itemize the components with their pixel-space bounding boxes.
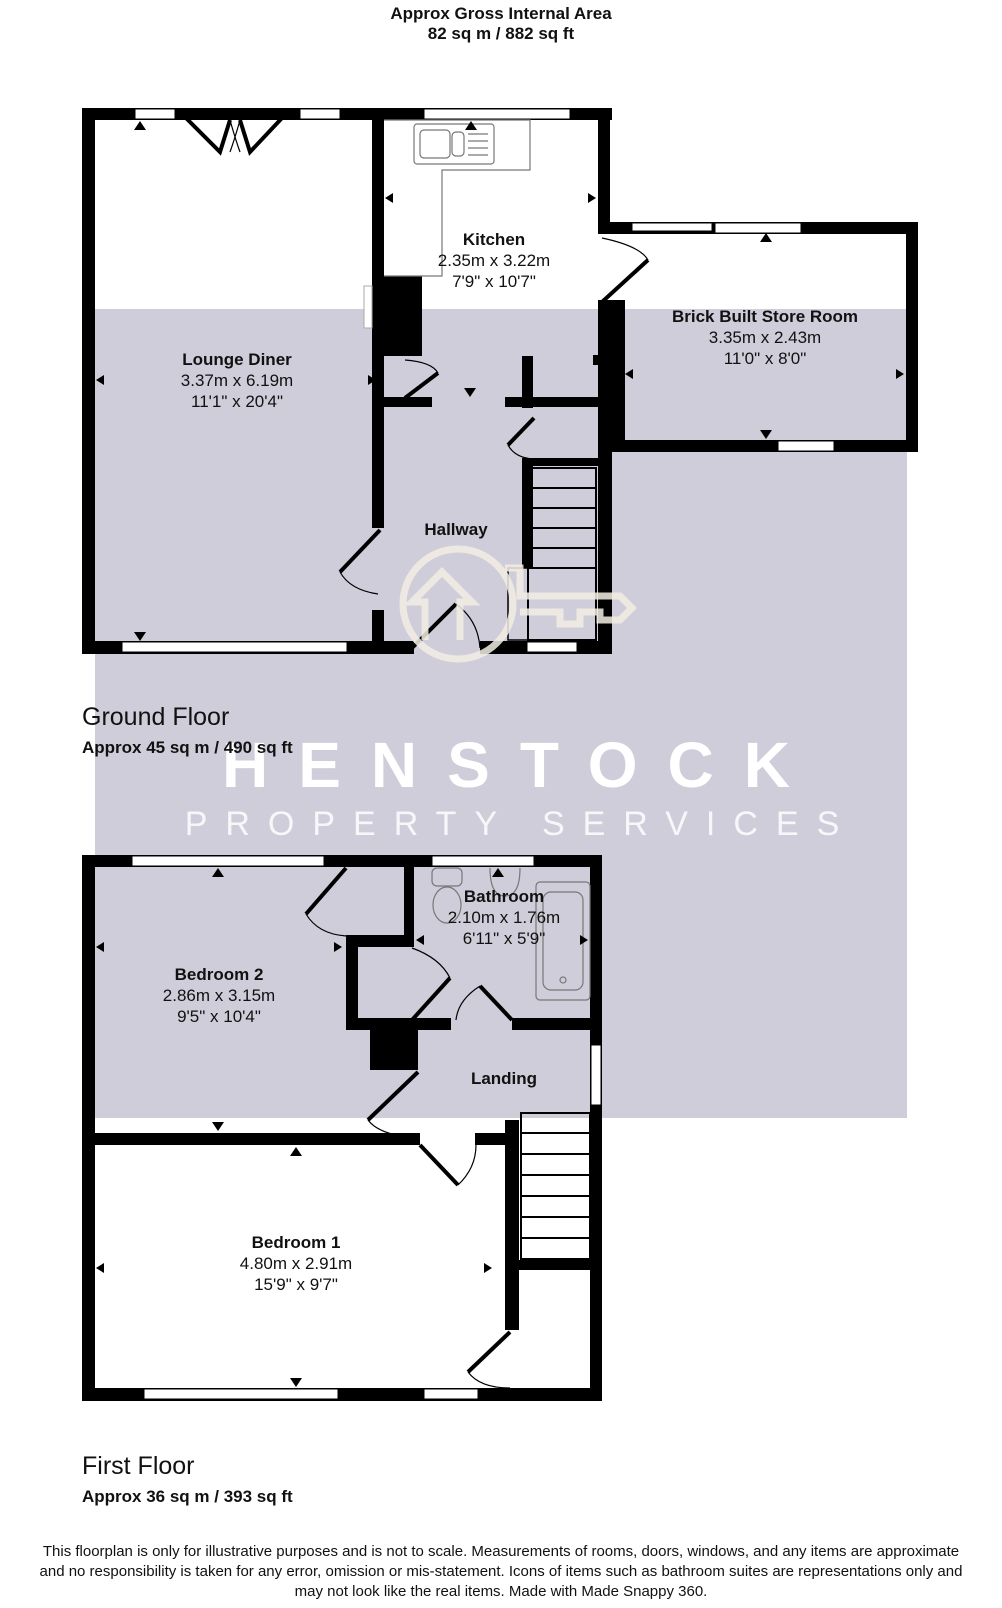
gross-area-title: Approx Gross Internal Area (390, 4, 612, 23)
room-name: Brick Built Store Room (671, 307, 859, 326)
room-name: Bathroom (463, 887, 545, 906)
room-name: Kitchen (462, 230, 526, 249)
first-floor-area: Approx 36 sq m / 393 sq ft (82, 1487, 293, 1506)
room-lounge-diner: Lounge Diner 3.37m x 6.19m 11'1" x 20'4" (181, 349, 293, 412)
room-name: Landing (470, 1069, 538, 1088)
ground-floor-windows (121, 108, 835, 653)
room-imperial: 11'0" x 8'0" (723, 349, 807, 368)
room-metric: 3.37m x 6.19m (180, 371, 294, 390)
watermark-tagline: PROPERTY SERVICES (184, 805, 858, 843)
room-metric: 2.35m x 3.22m (437, 251, 551, 270)
gross-area-heading: Approx Gross Internal Area 82 sq m / 882… (0, 4, 1002, 44)
room-metric: 3.35m x 2.43m (708, 328, 822, 347)
room-bedroom-1: Bedroom 1 4.80m x 2.91m 15'9" x 9'7" (240, 1232, 352, 1295)
room-imperial: 6'11" x 5'9" (462, 929, 546, 948)
room-landing: Landing (471, 1068, 537, 1089)
first-floor-title: First Floor (82, 1452, 195, 1480)
ground-floor-area: Approx 45 sq m / 490 sq ft (82, 738, 293, 757)
disclaimer-line: may not look like the real items. Made w… (294, 1583, 708, 1600)
room-hallway: Hallway (424, 519, 487, 540)
first-floor-doors (304, 866, 514, 1389)
room-name: Lounge Diner (182, 350, 292, 369)
room-bedroom-2: Bedroom 2 2.86m x 3.15m 9'5" x 10'4" (163, 964, 275, 1027)
room-imperial: 7'9" x 10'7" (452, 272, 536, 291)
room-metric: 2.10m x 1.76m (447, 908, 561, 927)
watermark-brand: HENSTOCK (222, 729, 820, 801)
room-bathroom: Bathroom 2.10m x 1.76m 6'11" x 5'9" (448, 886, 560, 949)
first-floor-windows (131, 855, 602, 1400)
room-name: Bedroom 1 (251, 1233, 341, 1252)
gross-area-value: 82 sq m / 882 sq ft (427, 24, 575, 43)
room-store-room: Brick Built Store Room 3.35m x 2.43m 11'… (672, 306, 858, 369)
first-floor-stairs (520, 1112, 591, 1260)
room-kitchen: Kitchen 2.35m x 3.22m 7'9" x 10'7" (438, 229, 550, 292)
room-imperial: 11'1" x 20'4" (191, 392, 283, 411)
room-name: Bedroom 2 (174, 965, 264, 984)
bathroom-fixtures-icon (431, 867, 591, 1001)
disclaimer-line: This floorplan is only for illustrative … (42, 1543, 960, 1560)
kitchen-sink-icon (384, 119, 531, 277)
ground-floor-stairs (507, 467, 597, 641)
disclaimer: This floorplan is only for illustrative … (0, 1542, 1002, 1602)
first-floor-dimension-arrows (96, 868, 588, 1387)
room-name: Hallway (424, 520, 488, 539)
room-imperial: 9'5" x 10'4" (177, 1007, 261, 1026)
ground-floor-dimension-arrows (96, 121, 904, 641)
room-metric: 4.80m x 2.91m (239, 1254, 353, 1273)
room-imperial: 15'9" x 9'7" (254, 1275, 338, 1294)
ground-floor-title: Ground Floor (82, 703, 230, 731)
disclaimer-line: and no responsibility is taken for any e… (39, 1563, 963, 1580)
room-metric: 2.86m x 3.15m (162, 986, 276, 1005)
house-key-logo-icon (399, 545, 637, 663)
